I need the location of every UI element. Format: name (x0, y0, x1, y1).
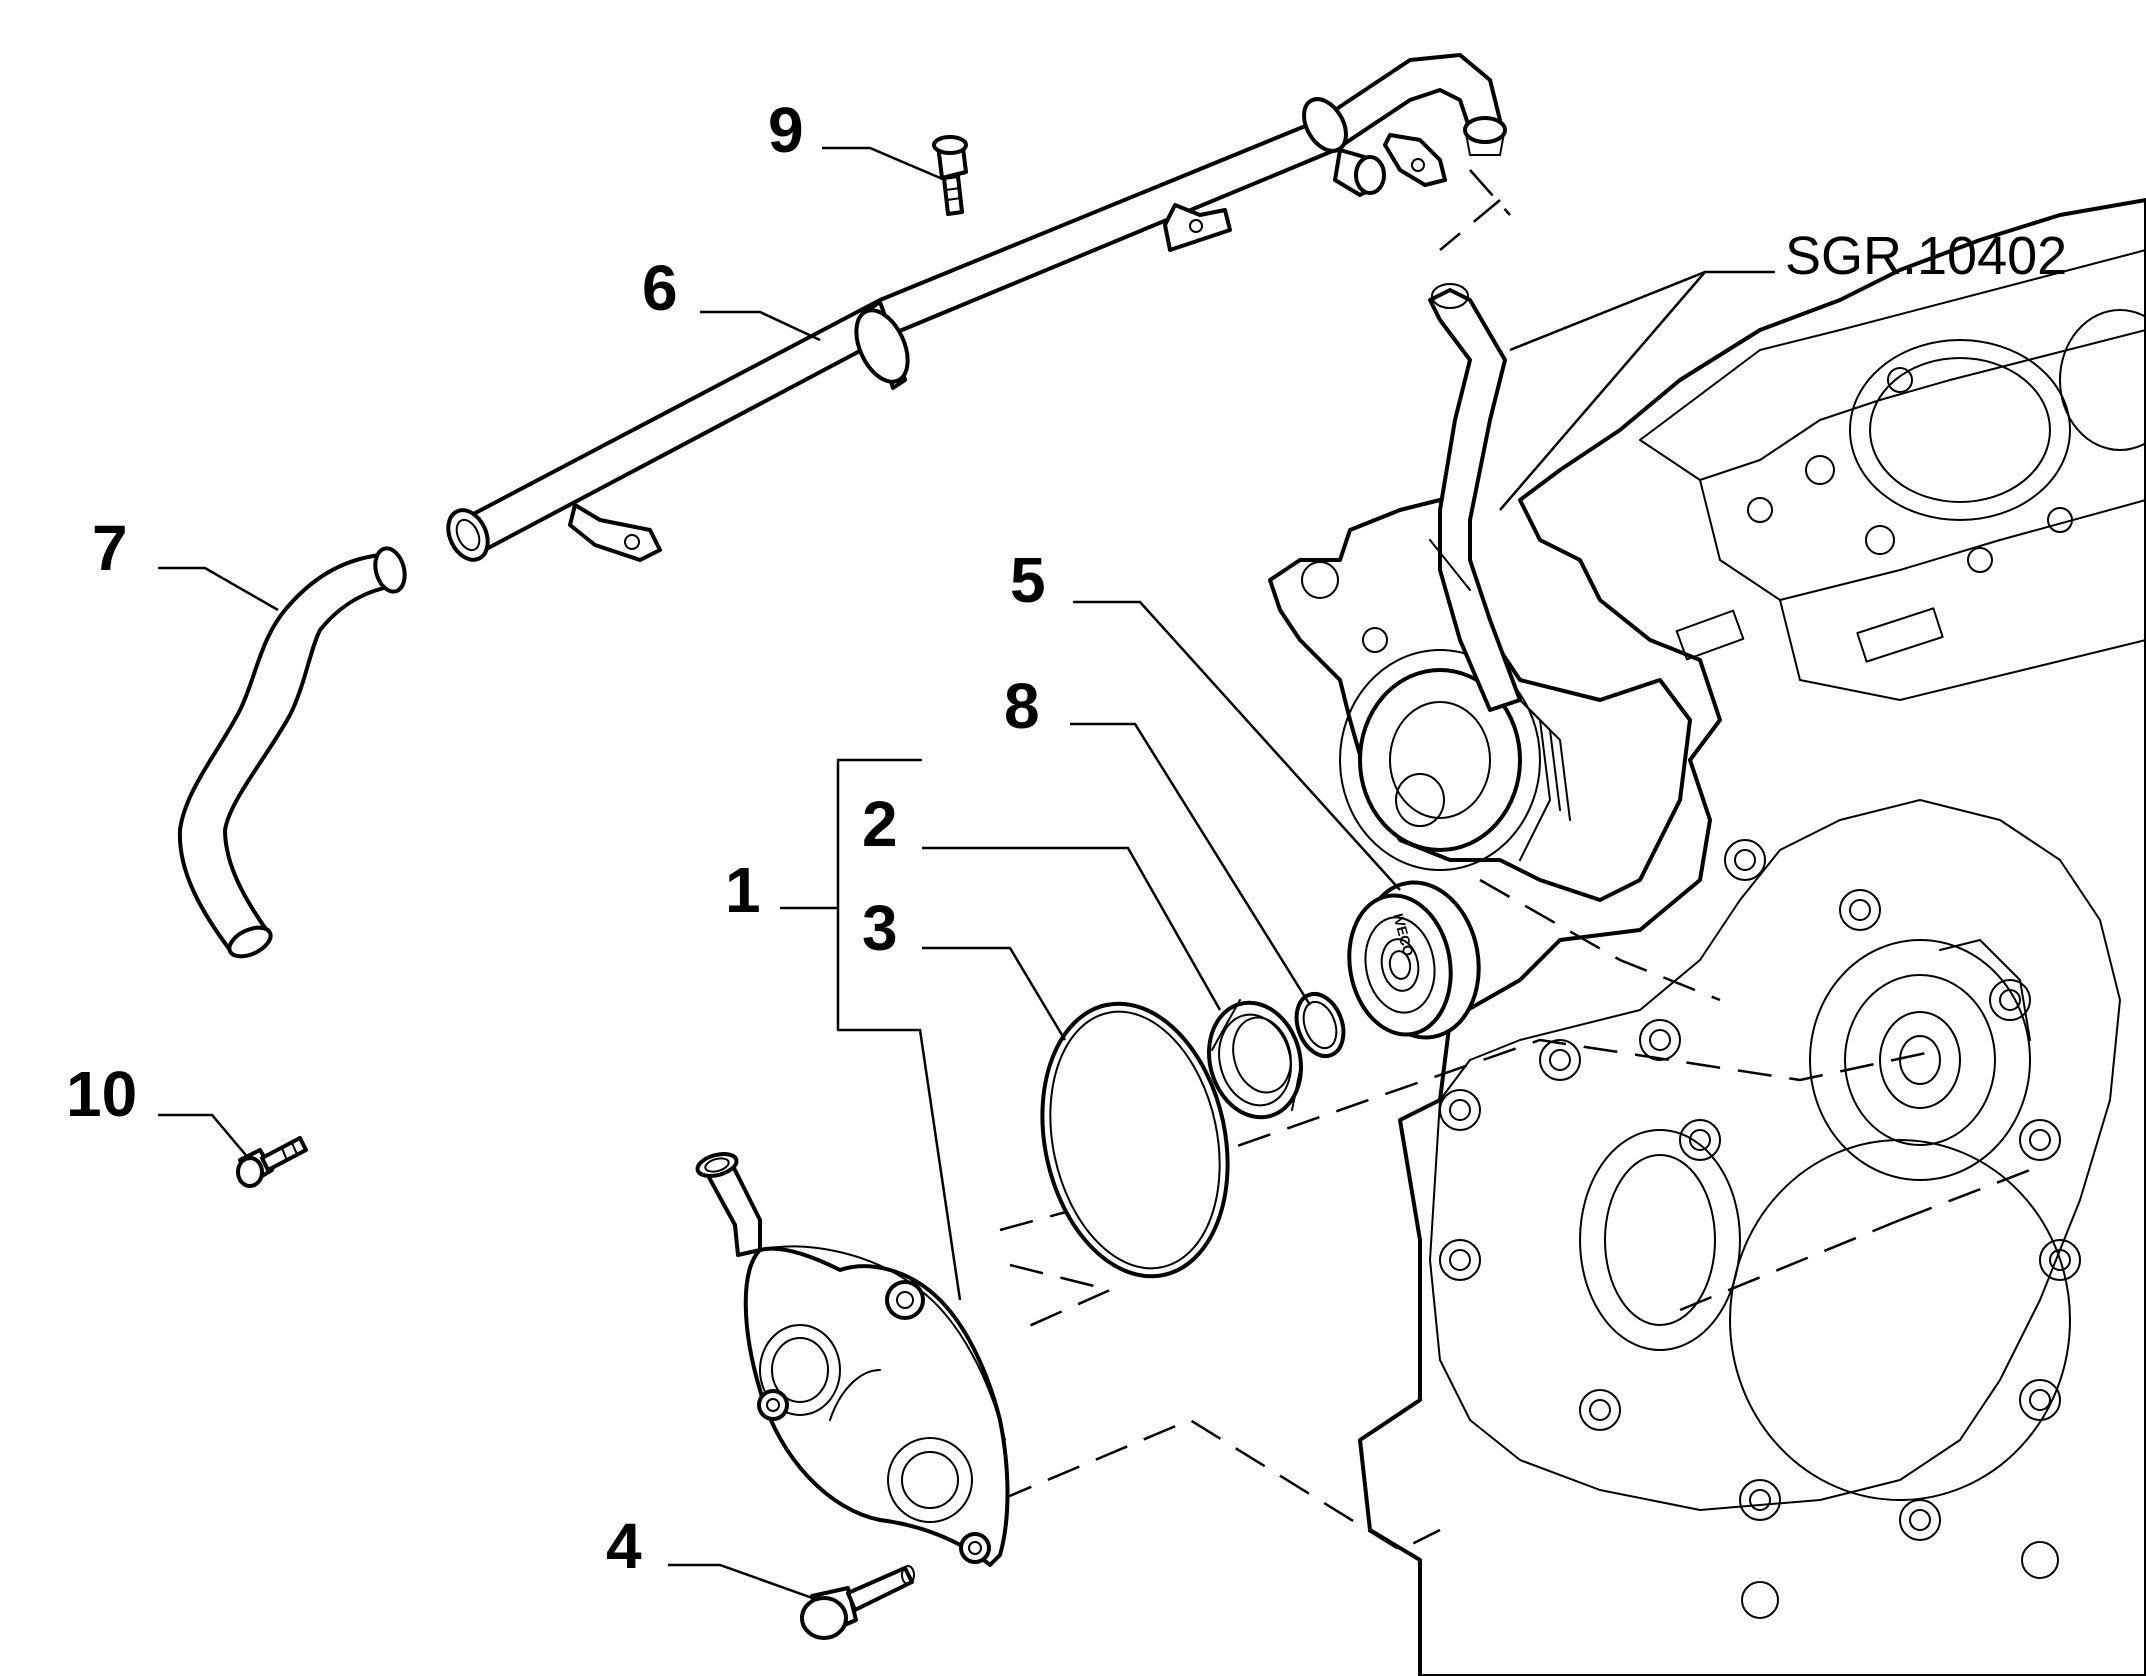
seal-ring-part-2 (1207, 999, 1303, 1120)
block-bolts (1439, 839, 2081, 1619)
part-label-6: 6 (642, 252, 678, 324)
coolant-pipe-part-6 (446, 53, 1507, 562)
engine-block (1268, 198, 2146, 1676)
o-ring-small-part-8 (1294, 992, 1346, 1058)
part-label-2: 2 (862, 788, 898, 860)
coolant-hose-part-7 (177, 546, 407, 959)
part-label-1: 1 (725, 854, 761, 926)
part-number-labels: 9 6 7 5 8 2 1 3 10 4 SGR.10402 (66, 94, 2067, 1582)
bolt-small-part-10 (236, 1136, 308, 1188)
flange-bolt-part-4 (800, 1565, 915, 1640)
part-label-4: 4 (606, 1510, 642, 1582)
part-label-8: 8 (1004, 670, 1040, 742)
water-pump-part-1 (695, 1152, 1010, 1567)
idler-pulley-part-5: IVECO (1347, 880, 1481, 1040)
part-label-5: 5 (1010, 544, 1046, 616)
part-label-7: 7 (92, 512, 128, 584)
pipe-bolt-part-9 (932, 135, 968, 216)
part-label-3: 3 (862, 892, 898, 964)
o-ring-large-part-3 (1040, 1001, 1230, 1279)
leader-lines (158, 146, 1775, 1602)
part-label-10: 10 (66, 1058, 137, 1130)
assembly-lines (999, 169, 2031, 1552)
part-label-9: 9 (768, 94, 804, 166)
reference-code-label: SGR.10402 (1785, 226, 2067, 286)
